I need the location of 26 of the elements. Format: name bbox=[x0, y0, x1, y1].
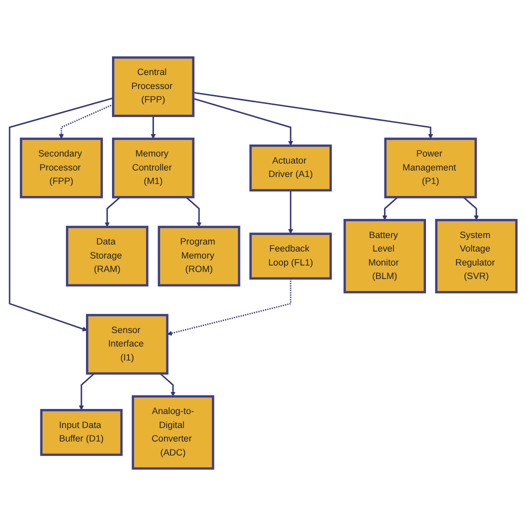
node-box: Analog-to-Digital Converter (ADC) bbox=[132, 395, 214, 470]
arrow bbox=[288, 190, 294, 234]
node-box: Power Management (P1) bbox=[384, 138, 477, 198]
arrow bbox=[150, 116, 156, 139]
arrow bbox=[160, 372, 176, 397]
arrow bbox=[167, 278, 292, 336]
arrow bbox=[193, 92, 434, 139]
node-box: Memory Controller (M1) bbox=[112, 138, 194, 198]
arrow bbox=[78, 372, 95, 410]
node-box: Actuator Driver (A1) bbox=[249, 144, 332, 192]
node-box: Input Data Buffer (D1) bbox=[40, 408, 123, 456]
arrow bbox=[8, 97, 114, 332]
node-box: Feedback Loop (FL1) bbox=[249, 232, 332, 280]
node-box: Secondary Processor (FPP) bbox=[20, 138, 103, 198]
arrow bbox=[186, 196, 202, 228]
node-box: Central Processor (FPP) bbox=[112, 56, 194, 118]
arrow bbox=[382, 196, 398, 220]
arrow bbox=[462, 196, 479, 220]
node-box: Data Storage (RAM) bbox=[66, 226, 148, 286]
arrow bbox=[58, 104, 114, 139]
node-box: Battery Level Monitor (BLM) bbox=[344, 218, 426, 294]
node-box: Program Memory (ROM) bbox=[158, 226, 240, 286]
arrow bbox=[104, 196, 121, 228]
arrow bbox=[193, 98, 294, 146]
node-box: System Voltage Regulator (SVR) bbox=[435, 218, 518, 294]
node-box: Sensor Interface (I1) bbox=[86, 314, 168, 375]
